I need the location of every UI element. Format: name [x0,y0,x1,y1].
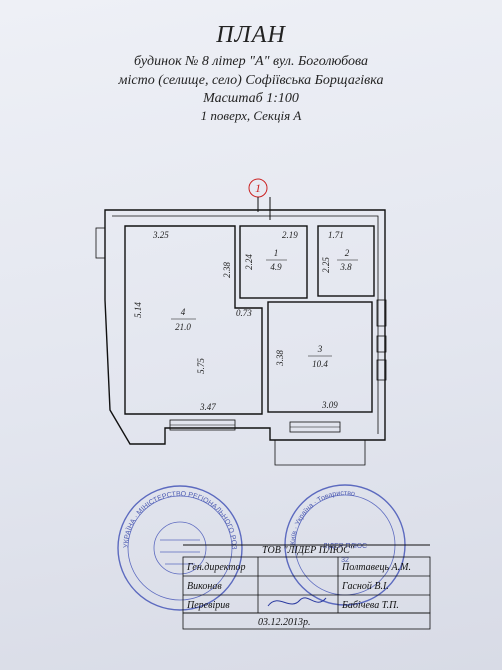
dim-2-19: 2.19 [282,230,298,240]
city-line: місто (селище, село) Софіївська Борщагів… [118,73,384,88]
company-name: ТОВ "ЛІДЕР ПЛЮС" [262,545,355,556]
role-director: Ген.директор [186,562,246,573]
window-right-2 [376,335,387,353]
right-stamp-center: ЛІДЕР ПЛЮС [323,543,367,550]
dim-3-09: 3.09 [321,400,338,410]
dim-0-73: 0.73 [236,308,252,318]
dim-3-38: 3.38 [275,350,285,367]
title-block: ТОВ "ЛІДЕР ПЛЮС" Ген.директор Полтавець … [182,544,431,630]
balcony [274,440,366,466]
section-marker-label: 1 [255,181,261,195]
room-2-area: 3.8 [339,262,352,272]
right-stamp-ring-text: Київ · Україна · Товариство [290,490,356,545]
name-director: Полтавець А.М. [341,562,411,573]
building-address: будинок № 8 літер "А" вул. Боголюбова [134,54,368,69]
dim-5-75: 5.75 [196,358,206,374]
outer-wall [104,209,386,445]
room-1-number: 1 [274,248,279,258]
name-checker: Бабічева Т.П. [341,600,399,611]
name-executor: Гасной В.І. [341,581,389,592]
room-3-outline [267,301,373,413]
dim-2-38: 2.38 [222,262,232,278]
scale-line: Масштаб 1:100 [203,91,299,106]
right-stamp-code: 32 [341,557,349,564]
room-1-area: 4.9 [270,262,282,272]
dim-3-47: 3.47 [199,402,216,412]
role-checker: Перевірив [186,600,230,611]
dim-3-25: 3.25 [152,230,169,240]
room-4-number: 4 [181,307,186,317]
dim-1-71: 1.71 [328,230,344,240]
role-executor: Виконав [187,581,222,592]
room-3-area: 10.4 [312,359,328,369]
window-right-3 [376,359,387,381]
room-4-outline [124,225,263,415]
window-right-1 [376,299,387,327]
document-date: 03.12.2013р. [258,617,311,628]
left-stamp-ring-text: УКРАЇНА · МІНІСТЕРСТВО РЕГІОНАЛЬНОГО РОЗ… [0,0,237,550]
room-3-number: 3 [317,344,323,354]
dim-2-25: 2.25 [321,257,331,273]
dim-2-24: 2.24 [244,254,254,270]
room-2-number: 2 [345,248,350,258]
room-4-area: 21.0 [175,322,191,332]
room-1-outline [239,225,308,299]
plan-title: ПЛАН [216,22,286,48]
floor-section-line: 1 поверх, Секція А [200,108,302,123]
left-stamp: УКРАЇНА · МІНІСТЕРСТВО РЕГІОНАЛЬНОГО РОЗ… [0,0,243,611]
window-left [95,227,106,259]
dim-5-14: 5.14 [133,302,143,318]
signature [267,597,327,607]
room-2-outline [317,225,375,297]
